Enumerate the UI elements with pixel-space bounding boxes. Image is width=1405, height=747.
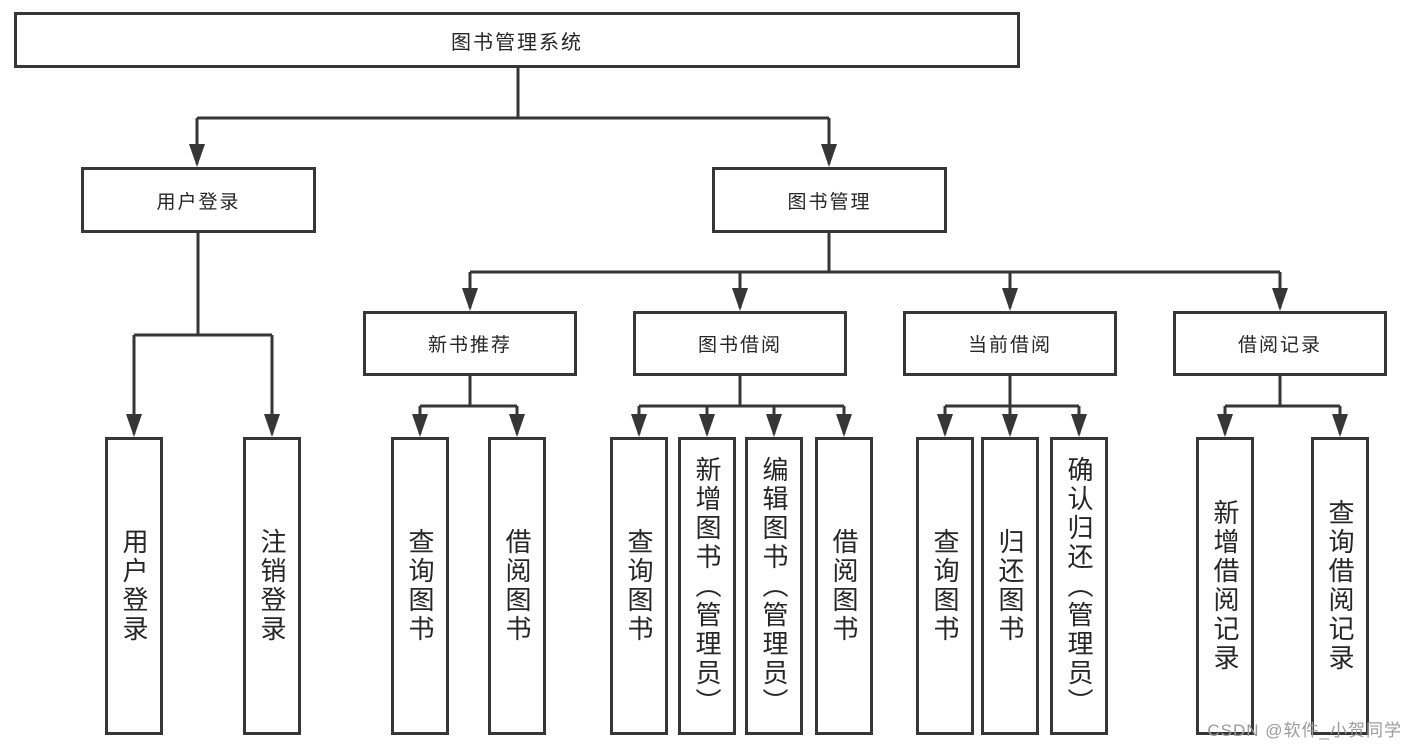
- node-user-login: 用户登录: [81, 167, 316, 233]
- node-book-management: 图书管理: [712, 167, 947, 233]
- arrowhead-icon: [189, 144, 205, 167]
- node-book-borrow: 图书借阅: [633, 311, 847, 376]
- leaf-recommend-borrow-book: 借阅图书: [488, 437, 546, 735]
- connector-records-to-leaves: [1223, 376, 1342, 434]
- leaf-current-return-book: 归还图书: [981, 437, 1039, 735]
- arrowhead-icon: [766, 414, 782, 437]
- arrowhead-icon: [631, 414, 647, 437]
- arrowhead-icon: [462, 288, 478, 311]
- leaf-borrow-add-book-admin: 新增图书（管理员）: [678, 437, 736, 735]
- leaf-records-query-record: 查询借阅记录: [1311, 437, 1369, 735]
- arrowhead-icon: [509, 414, 525, 437]
- connector-recommend-to-leaves: [418, 376, 519, 434]
- connector-root-to-level1: [195, 68, 831, 164]
- arrowhead-icon: [264, 414, 280, 437]
- node-borrow-records: 借阅记录: [1173, 311, 1387, 376]
- arrowhead-icon: [821, 144, 837, 167]
- arrowhead-icon: [732, 288, 748, 311]
- arrowhead-icon: [412, 414, 428, 437]
- arrowhead-icon: [937, 414, 953, 437]
- connector-borrow-to-leaves: [637, 376, 846, 434]
- leaf-logout: 注销登录: [243, 437, 301, 735]
- arrowhead-icon: [126, 414, 142, 437]
- arrowhead-icon: [1002, 288, 1018, 311]
- arrowhead-icon: [836, 414, 852, 437]
- node-new-book-recommend: 新书推荐: [363, 311, 577, 376]
- arrowhead-icon: [1272, 288, 1288, 311]
- leaf-borrow-query-book: 查询图书: [610, 437, 668, 735]
- arrowhead-icon: [1071, 414, 1087, 437]
- connector-userlogin-to-leaves: [132, 233, 274, 434]
- arrowhead-icon: [1332, 414, 1348, 437]
- leaf-records-add-record: 新增借阅记录: [1196, 437, 1254, 735]
- arrowhead-icon: [1002, 414, 1018, 437]
- csdn-watermark: CSDN @软件_小贺同学: [1207, 721, 1402, 740]
- arrowhead-icon: [699, 414, 715, 437]
- leaf-recommend-query-book: 查询图书: [391, 437, 449, 735]
- node-root: 图书管理系统: [14, 12, 1020, 68]
- arrowhead-icon: [1217, 414, 1233, 437]
- connector-bookmgmt-to-level2: [468, 233, 1282, 308]
- leaf-current-confirm-return-admin: 确认归还（管理员）: [1050, 437, 1108, 735]
- arrowheads: [126, 144, 1348, 437]
- leaf-borrow-edit-book-admin: 编辑图书（管理员）: [745, 437, 803, 735]
- leaf-borrow-borrow-book: 借阅图书: [815, 437, 873, 735]
- leaf-user-login: 用户登录: [105, 437, 163, 735]
- leaf-current-query-book: 查询图书: [916, 437, 974, 735]
- node-current-borrow: 当前借阅: [903, 311, 1117, 376]
